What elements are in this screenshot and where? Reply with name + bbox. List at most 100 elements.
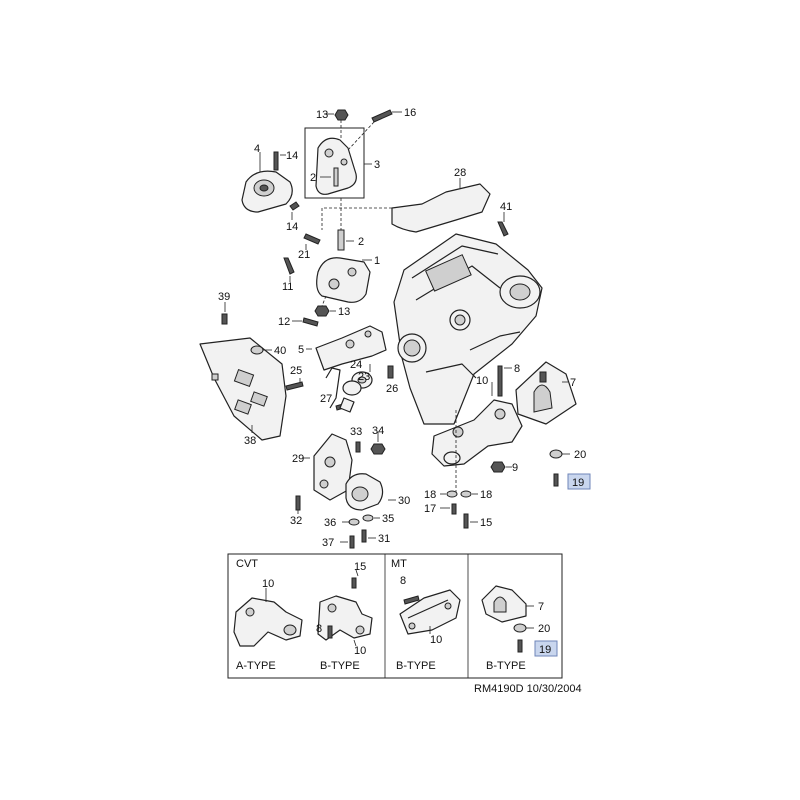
nut-9: [490, 461, 506, 473]
washer-36: [348, 518, 360, 526]
bolt-26: [387, 365, 394, 379]
callout-24: 24: [350, 359, 362, 371]
callout-2: 2: [358, 236, 364, 248]
callout-7: 7: [570, 377, 576, 389]
cvt-b-type-bracket: [317, 595, 373, 641]
bolt-37: [349, 535, 355, 549]
callout-25: 25: [290, 365, 302, 377]
stud-2-lower: [337, 229, 345, 251]
callout-36: 36: [324, 517, 336, 529]
bolt-15-inset: [351, 577, 357, 589]
callout-4: 4: [254, 143, 260, 155]
drawing-reference: RM4190D 10/30/2004: [474, 683, 582, 695]
callout-37: 37: [322, 537, 334, 549]
callout-12: 12: [278, 316, 290, 328]
callout-15: 15: [480, 517, 492, 529]
cvt-a-type-bracket: [233, 597, 303, 647]
callout-10: 10: [430, 634, 442, 646]
callout-39: 39: [218, 291, 230, 303]
callout-18: 18: [424, 489, 436, 501]
bolt-12: [302, 317, 319, 327]
callout-29: 29: [292, 453, 304, 465]
callout-28: 28: [454, 167, 466, 179]
callout-8: 8: [400, 575, 406, 587]
callout-20: 20: [574, 449, 586, 461]
bolt-14-lower: [289, 201, 300, 211]
upper-mount-assembly: [241, 109, 402, 232]
bolt-31: [361, 529, 367, 543]
callout-18: 18: [480, 489, 492, 501]
callout-26: 26: [386, 383, 398, 395]
nut-34: [370, 443, 386, 455]
stud-2-upper: [333, 167, 339, 187]
callout-1: 1: [374, 255, 380, 267]
callout-30: 30: [398, 495, 410, 507]
group-label-cvt: CVT: [236, 558, 258, 570]
lower-bracket-assembly: [283, 178, 509, 327]
callout-7: 7: [538, 601, 544, 613]
bolt-32: [295, 495, 301, 511]
bolt-11: [283, 257, 295, 275]
bolt-14-upper: [273, 151, 279, 171]
variant-b-type-cvt: B-TYPE: [320, 660, 360, 672]
callout-14: 14: [286, 221, 298, 233]
part-3-bracket-box: [304, 127, 365, 199]
callout-34: 34: [372, 425, 384, 437]
callout-9: 9: [512, 462, 518, 474]
bolt-15: [463, 513, 469, 529]
callout-17: 17: [424, 503, 436, 515]
callout-32: 32: [290, 515, 302, 527]
inset-washer-20: [513, 623, 527, 633]
callout-33: 33: [350, 426, 362, 438]
variant-b-type-right: B-TYPE: [486, 660, 526, 672]
inset-frame: [227, 553, 563, 679]
callout-31: 31: [378, 533, 390, 545]
callout-15: 15: [354, 561, 366, 573]
callout-40: 40: [274, 345, 286, 357]
engine-block: [393, 233, 543, 425]
callout-19: 19: [572, 477, 584, 489]
callout-10: 10: [262, 578, 274, 590]
bracket-1: [316, 257, 371, 303]
callout-8: 8: [316, 623, 322, 635]
callout-38: 38: [244, 435, 256, 447]
callout-13: 13: [316, 109, 328, 121]
highlight-19-inset: [534, 640, 558, 657]
washer-18-left: [446, 490, 458, 498]
bracket-28: [391, 183, 491, 233]
callout-10: 10: [476, 375, 488, 387]
callout-3: 3: [374, 159, 380, 171]
washer-20: [549, 449, 563, 459]
bolt-33: [355, 441, 361, 453]
bolt-39: [221, 313, 228, 325]
callout-41: 41: [500, 201, 512, 213]
left-mount-assembly: [199, 302, 394, 441]
nut-13-top: [334, 109, 349, 121]
bolt-21: [303, 233, 321, 245]
washer-35: [362, 514, 374, 522]
transmission-mount-assembly: [295, 432, 396, 549]
callout-16: 16: [404, 107, 416, 119]
variant-b-type-mt: B-TYPE: [396, 660, 436, 672]
bolt-16: [371, 109, 393, 123]
callout-5: 5: [298, 344, 304, 356]
highlight-19-main: [567, 473, 591, 490]
variant-inset-panel: CVT MT 10 A-TYPE 15 8 10 B-TYPE 8 10 B-T…: [227, 553, 563, 679]
nut-13-lower: [314, 305, 330, 317]
bolt-8-inset-cvt: [327, 625, 333, 639]
callout-21: 21: [298, 249, 310, 261]
callout-20: 20: [538, 623, 550, 635]
callout-13: 13: [338, 306, 350, 318]
bolt-25: [285, 381, 304, 391]
right-mount-assembly: [431, 361, 577, 529]
variant-a-type: A-TYPE: [236, 660, 276, 672]
bolt-41: [497, 221, 509, 237]
bolt-8-main: [497, 365, 503, 397]
bolt-19: [553, 473, 559, 487]
callout-11: 11: [282, 281, 293, 293]
bushing-23: [342, 380, 362, 396]
callout-labels: 13 16 4 14 3 2 14 28 41 2 21 1 11 39 13 …: [218, 107, 586, 549]
callout-35: 35: [382, 513, 394, 525]
group-label-mt: MT: [391, 558, 407, 570]
